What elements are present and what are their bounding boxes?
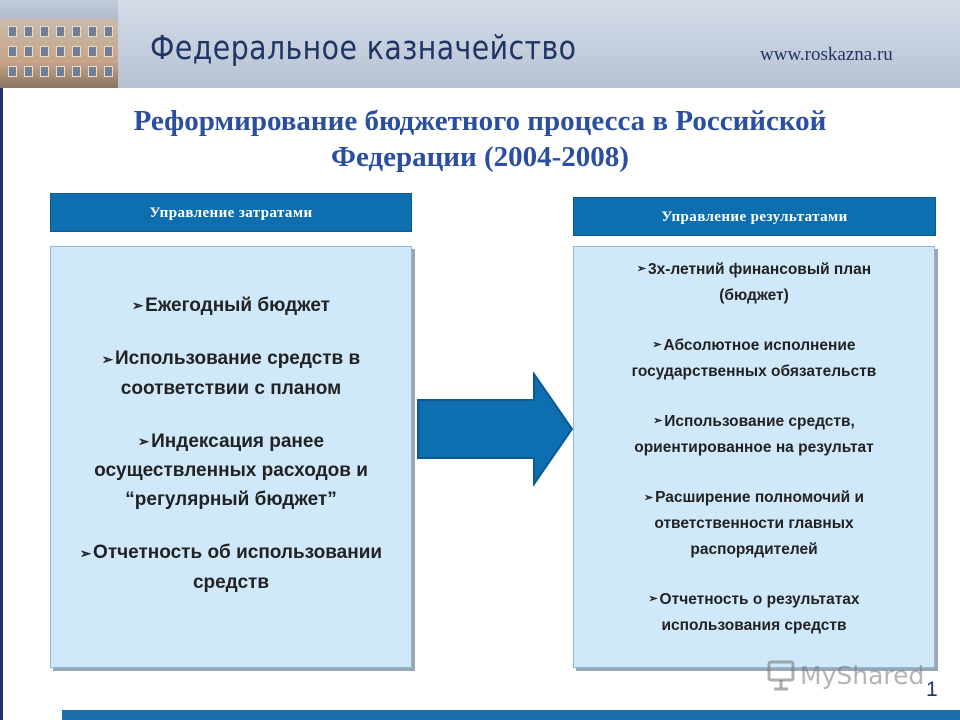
building-window (104, 26, 113, 37)
arrow-bullet-icon: ➢ (132, 298, 144, 314)
list-item-line: ➢Расширение полномочий и (580, 485, 928, 511)
slide-title: Реформирование бюджетного процесса в Рос… (60, 103, 900, 175)
cost-management-heading: Управление затратами (50, 193, 412, 232)
list-item-text: распорядителей (690, 540, 818, 558)
list-item-line: ➢Отчетность об использовании (57, 538, 405, 567)
organization-title: Федеральное казначейство (150, 28, 577, 67)
list-item-line: ➢Использование средств в (57, 344, 405, 373)
list-item-text: ответственности главных (654, 515, 854, 533)
list-item: ➢Отчетность о результатах использования … (574, 587, 934, 638)
arrow-bullet-icon: ➢ (644, 491, 654, 504)
list-item: ➢Абсолютное исполнение государственных о… (574, 333, 934, 384)
list-item-text: Расширение полномочий и (655, 489, 864, 507)
building-window (40, 26, 49, 37)
building-window (88, 66, 97, 77)
arrow-bullet-icon: ➢ (648, 593, 658, 606)
building-roof (0, 0, 118, 18)
building-window (104, 46, 113, 57)
building-window (24, 46, 33, 57)
building-window (24, 26, 33, 37)
bottom-bar (62, 710, 960, 720)
list-item-line: ➢Абсолютное исполнение (580, 333, 928, 359)
list-item-text: использования средств (661, 616, 847, 634)
list-item-text: (бюджет) (719, 286, 789, 304)
list-item-text: соответствии с планом (120, 377, 342, 399)
arrow-bullet-icon: ➢ (653, 415, 663, 428)
list-item: ➢Индексация ранее осуществленных расходо… (51, 427, 411, 514)
list-item-text: государственных обязательств (631, 362, 877, 380)
arrow-bullet-icon: ➢ (652, 339, 662, 352)
list-item-line: ➢Ежегодный бюджет (57, 291, 405, 320)
building-window (24, 66, 33, 77)
list-item-text: средств (192, 571, 270, 593)
list-item: ➢Использование средств, ориентированное … (574, 409, 934, 460)
building-window (88, 46, 97, 57)
slide-title-line: Федерации (2004-2008) (331, 141, 629, 173)
header-banner: Федеральное казначейство www.roskazna.ru (0, 0, 960, 88)
list-item-text: Ежегодный бюджет (145, 295, 330, 316)
slide-title-line: Реформирование бюджетного процесса в Рос… (133, 105, 827, 137)
list-item: ➢Ежегодный бюджет (51, 291, 411, 320)
arrow-bullet-icon: ➢ (79, 545, 92, 561)
list-item-text: “регулярный бюджет” (125, 489, 337, 511)
results-management-heading: Управление результатами (573, 197, 936, 236)
building-window (8, 26, 17, 37)
list-item-line: ➢Использование средств, (580, 409, 928, 435)
list-item: ➢Расширение полномочий и ответственности… (574, 485, 934, 562)
building-window (72, 46, 81, 57)
cost-management-box: ➢Ежегодный бюджет ➢Использование средств… (50, 246, 412, 668)
list-item-text: Использование средств, (664, 413, 855, 431)
building-window (56, 66, 65, 77)
list-item-text: 3х-летний финансовый план (648, 261, 872, 278)
page-number: 1 (926, 678, 938, 701)
arrow-bullet-icon: ➢ (137, 434, 150, 450)
list-item-line: ➢Индексация ранее (57, 427, 405, 456)
right-arrow-icon (417, 372, 574, 486)
list-item-text: Индексация ранее (151, 430, 325, 452)
left-border-rule (0, 88, 3, 720)
building-window (72, 66, 81, 77)
building-window (8, 46, 17, 57)
building-photo (0, 0, 118, 88)
arrow-bullet-icon: ➢ (636, 263, 646, 276)
list-item-line: ➢Отчетность о результатах (580, 587, 928, 613)
watermark: MyShared (766, 657, 924, 693)
watermark-text: MyShared (800, 660, 925, 690)
arrow-bullet-icon: ➢ (101, 351, 113, 367)
building-window (88, 26, 97, 37)
building-window (72, 26, 81, 37)
website-url[interactable]: www.roskazna.ru (760, 44, 893, 65)
list-item-line: ➢3х-летний финансовый план (580, 257, 928, 283)
list-item-text: Абсолютное исполнение (663, 337, 856, 355)
presentation-board-icon (767, 660, 795, 691)
building-window (40, 46, 49, 57)
building-window (40, 66, 49, 77)
building-window (56, 26, 65, 37)
results-management-box: ➢3х-летний финансовый план (бюджет) ➢Абс… (573, 246, 935, 668)
building-window (56, 46, 65, 57)
list-item: ➢Использование средств в соответствии с … (51, 344, 411, 402)
list-item-text: осуществленных расходов и (94, 460, 368, 482)
building-window (104, 66, 113, 77)
list-item-text: Использование средств в (114, 348, 361, 370)
list-item-text: Отчетность об использовании (93, 542, 383, 564)
building-window (8, 66, 17, 77)
list-item-text: Отчетность о результатах (659, 591, 860, 609)
list-item: ➢Отчетность об использовании средств (51, 538, 411, 596)
list-item: ➢3х-летний финансовый план (бюджет) (574, 257, 934, 308)
list-item-text: ориентированное на результат (634, 438, 874, 456)
